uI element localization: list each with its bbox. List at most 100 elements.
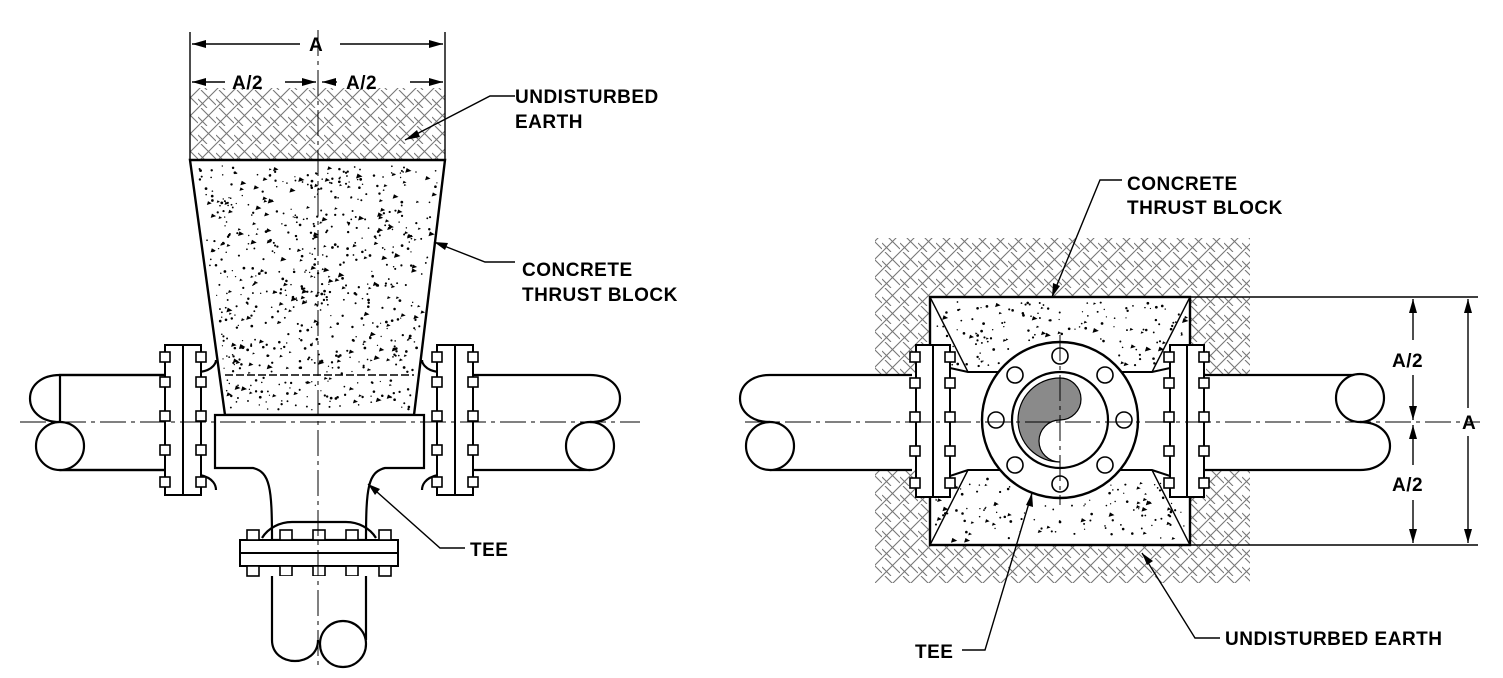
concrete-speckle	[260, 390, 264, 393]
concrete-speckle	[391, 165, 393, 168]
concrete-speckle	[211, 199, 214, 202]
concrete-speckle	[970, 521, 975, 524]
concrete-speckle	[286, 182, 288, 184]
concrete-speckle	[934, 523, 938, 526]
dim-a-half-right-label: A/2	[346, 73, 377, 94]
concrete-speckle	[289, 187, 296, 193]
concrete-speckle	[226, 235, 230, 238]
concrete-speckle	[1152, 357, 1155, 360]
concrete-speckle	[358, 186, 361, 189]
concrete-speckle	[266, 239, 272, 244]
concrete-speckle	[1084, 326, 1088, 330]
concrete-speckle	[275, 185, 278, 188]
concrete-speckle	[1026, 301, 1029, 305]
concrete-speckle	[285, 279, 288, 283]
concrete-speckle	[235, 202, 237, 205]
concrete-speckle	[1154, 318, 1158, 322]
concrete-speckle	[1086, 302, 1089, 304]
concrete-speckle	[1158, 340, 1162, 343]
concrete-speckle	[300, 339, 303, 342]
concrete-speckle	[1108, 491, 1111, 495]
concrete-speckle	[1040, 527, 1043, 530]
concrete-speckle	[1149, 307, 1152, 310]
concrete-speckle	[306, 217, 308, 220]
concrete-speckle	[415, 222, 418, 225]
concrete-speckle	[231, 342, 237, 347]
concrete-speckle	[372, 174, 376, 177]
concrete-speckle	[210, 248, 216, 253]
concrete-speckle	[219, 204, 221, 207]
concrete-speckle	[393, 345, 396, 348]
concrete-speckle	[330, 190, 333, 193]
concrete-speckle	[331, 366, 334, 369]
concrete-speckle	[390, 319, 394, 322]
concrete-speckle	[361, 395, 364, 399]
concrete-speckle	[232, 358, 239, 364]
concrete-speckle	[310, 326, 313, 329]
concrete-speckle	[436, 182, 438, 184]
concrete-speckle	[1041, 331, 1047, 336]
concrete-speckle	[322, 298, 326, 302]
concrete-speckle	[237, 324, 240, 327]
concrete-speckle	[1162, 341, 1167, 345]
concrete-speckle	[226, 276, 229, 278]
concrete-speckle	[280, 400, 283, 402]
concrete-speckle	[390, 172, 393, 174]
concrete-speckle	[320, 390, 322, 392]
concrete-speckle	[1028, 339, 1031, 342]
concrete-speckle	[1083, 320, 1088, 324]
concrete-speckle	[301, 248, 304, 250]
concrete-speckle	[325, 255, 328, 258]
concrete-speckle	[942, 506, 949, 512]
concrete-speckle	[258, 404, 261, 406]
concrete-speckle	[239, 278, 243, 282]
concrete-speckle	[387, 226, 392, 231]
concrete-speckle	[320, 359, 324, 363]
concrete-speckle	[1086, 315, 1089, 317]
concrete-speckle	[394, 267, 397, 270]
concrete-speckle	[379, 199, 384, 203]
concrete-speckle	[290, 283, 292, 286]
concrete-speckle	[256, 228, 259, 230]
concrete-speckle	[1089, 519, 1092, 522]
concrete-speckle	[286, 392, 289, 395]
concrete-speckle	[1152, 331, 1155, 334]
concrete-speckle	[298, 359, 302, 363]
concrete-speckle	[281, 277, 285, 281]
concrete-speckle	[248, 362, 254, 367]
concrete-speckle	[320, 209, 323, 212]
concrete-speckle	[226, 292, 228, 295]
concrete-speckle	[402, 180, 407, 184]
concrete-speckle	[956, 362, 960, 366]
concrete-speckle	[962, 332, 966, 335]
concrete-speckle	[247, 400, 249, 402]
concrete-speckle	[989, 337, 993, 340]
concrete-speckle	[296, 322, 299, 325]
concrete-speckle	[992, 348, 996, 351]
concrete-speckle	[279, 354, 283, 358]
concrete-speckle	[264, 321, 267, 324]
concrete-speckle	[295, 216, 299, 219]
concrete-speckle	[955, 509, 958, 512]
concrete-speckle	[239, 187, 244, 191]
concrete-speckle	[300, 287, 304, 290]
concrete-speckle	[960, 492, 964, 496]
concrete-speckle	[975, 332, 978, 335]
concrete-speckle	[305, 300, 308, 302]
concrete-speckle	[1182, 318, 1189, 324]
concrete-speckle	[275, 210, 279, 213]
concrete-speckle	[431, 192, 438, 197]
concrete-speckle	[352, 254, 355, 256]
concrete-speckle	[957, 308, 960, 312]
concrete-speckle	[279, 321, 281, 324]
concrete-speckle	[283, 316, 286, 319]
concrete-speckle	[381, 306, 384, 309]
concrete-speckle	[218, 308, 221, 310]
concrete-speckle	[398, 221, 400, 223]
concrete-speckle	[259, 292, 262, 295]
concrete-speckle	[371, 274, 375, 278]
concrete-speckle	[339, 354, 342, 357]
concrete-speckle	[216, 294, 218, 297]
concrete-speckle	[238, 231, 245, 237]
concrete-speckle	[210, 169, 213, 172]
